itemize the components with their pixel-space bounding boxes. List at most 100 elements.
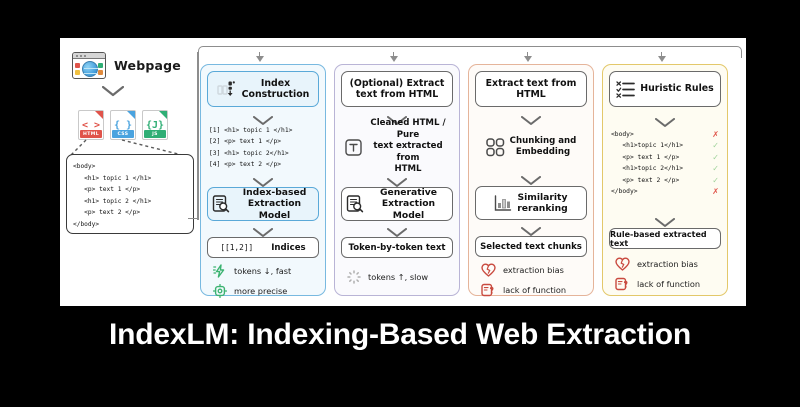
note-lack-of-function: lack of function: [481, 283, 566, 297]
browser-globe-icon: [72, 52, 106, 79]
dashed-connector: [69, 139, 187, 157]
output-selected-text-chunks: Selected text chunks: [475, 236, 587, 257]
rule-mark: ✓: [712, 141, 719, 151]
rule-code: <h1>topic 2</h1>: [611, 165, 684, 173]
html-file-tag: HTML: [80, 130, 102, 138]
note-more-precise: more precise: [213, 284, 287, 298]
rule-code: <p> text 1 </p>: [611, 153, 680, 161]
note-label: lack of function: [503, 285, 567, 295]
note-extraction-bias: extraction bias: [615, 257, 698, 271]
webpage-label: Webpage: [114, 58, 181, 73]
chevron-down-icon: [655, 113, 675, 132]
broken-heart-icon: [615, 257, 630, 271]
bus-arrow: [389, 56, 398, 62]
output-label: Rule-based extracted text: [610, 229, 707, 248]
rule-line: <h1>topic 1</h1> ✓: [611, 140, 719, 151]
note-label: tokens ↓, fast: [234, 266, 292, 276]
note-lack-of-function: lack of function: [615, 277, 700, 291]
chevron-down-icon: [253, 173, 273, 192]
document-search-icon: [346, 195, 364, 213]
rule-code: </body>: [611, 188, 638, 196]
js-file-tag: JS: [144, 130, 166, 138]
column-heuristic-rules: Huristic Rules <body> ✗ <h1>topic 1</h1>…: [602, 64, 728, 296]
chevron-down-icon: [253, 111, 273, 130]
stage-label: Huristic Rules: [640, 83, 714, 95]
chevron-down-icon: [387, 173, 407, 192]
code-line: <h1> topic 2 </h1>: [73, 197, 152, 205]
indices-label: Indices: [271, 242, 306, 253]
webpage-row: Webpage: [72, 52, 181, 79]
target-icon: [213, 284, 227, 298]
note-extraction-bias: extraction bias: [481, 263, 564, 277]
css-file-icon: { } CSS: [110, 110, 136, 140]
rule-line: <h1>topic 2</h1> ✓: [611, 163, 719, 174]
css-file-glyph: { }: [113, 119, 133, 131]
rule-mark: ✗: [712, 130, 719, 139]
grid-dots-icon: [485, 137, 504, 156]
page-title: IndexLM: Indexing-Based Web Extraction: [109, 318, 691, 351]
rule-code: <body>: [611, 131, 634, 138]
rule-mark: ✓: [712, 175, 719, 185]
broken-heart-icon: [481, 263, 496, 277]
note-tokens-fast: tokens ↓, fast: [213, 264, 291, 278]
rule-evaluated-html: <body> ✗ <h1>topic 1</h1> ✓ <p> text 1 <…: [611, 129, 719, 197]
html-file-icon: < > HTML: [78, 110, 104, 140]
stage-heuristic-rules[interactable]: Huristic Rules: [609, 71, 721, 107]
note-label: more precise: [234, 286, 288, 296]
code-line: <body>: [73, 163, 96, 170]
js-file-glyph: {J}: [145, 119, 165, 131]
js-file-icon: {J} JS: [142, 110, 168, 140]
text-t-icon: [345, 138, 362, 156]
checklist-icon: [616, 80, 636, 98]
code-line: <p> text 2 </p>: [73, 209, 141, 216]
lightning-icon: [213, 264, 225, 278]
chevron-down-icon: [655, 213, 675, 232]
note-label: extraction bias: [637, 259, 698, 269]
index-line: [3] <h1> topic 2</h1>: [209, 149, 289, 157]
output-label: Token-by-token text: [348, 242, 446, 253]
rule-mark: ✗: [712, 187, 719, 197]
bus-arrow: [657, 56, 666, 62]
index-construction-icon: [216, 81, 235, 96]
chevron-down-icon: [253, 223, 273, 242]
chevron-down-icon: [387, 111, 407, 130]
note-label: tokens ↑, slow: [368, 272, 429, 282]
question-box-icon: [481, 283, 494, 297]
rule-code: <h1>topic 1</h1>: [611, 142, 684, 150]
chevron-down-icon: [521, 111, 541, 130]
chevron-down-icon: [387, 223, 407, 242]
index-line: [4] <p> text 2 </p>: [209, 161, 282, 169]
source-html-code-box: <body> <h1> topic 1 </h1> <p> text 1 </p…: [66, 154, 194, 234]
note-label: lack of function: [637, 279, 701, 289]
figure-panel: Webpage < > HTML { } CSS {J} JS: [60, 38, 746, 306]
bus-stem-hook: [188, 218, 199, 220]
output-token-by-token-text: Token-by-token text: [341, 237, 453, 258]
loading-spinner-icon: [347, 270, 361, 284]
code-line: <h1> topic 1 </h1>: [73, 174, 152, 182]
file-type-icons: < > HTML { } CSS {J} JS: [78, 110, 168, 140]
chevron-down-icon: [521, 171, 541, 190]
chevron-down-icon: [521, 222, 541, 241]
note-tokens-slow: tokens ↑, slow: [347, 270, 428, 284]
css-file-tag: CSS: [112, 130, 134, 138]
rule-line: <body> ✗: [611, 129, 719, 140]
output-rule-based-extracted-text: Rule-based extracted text: [609, 228, 721, 249]
